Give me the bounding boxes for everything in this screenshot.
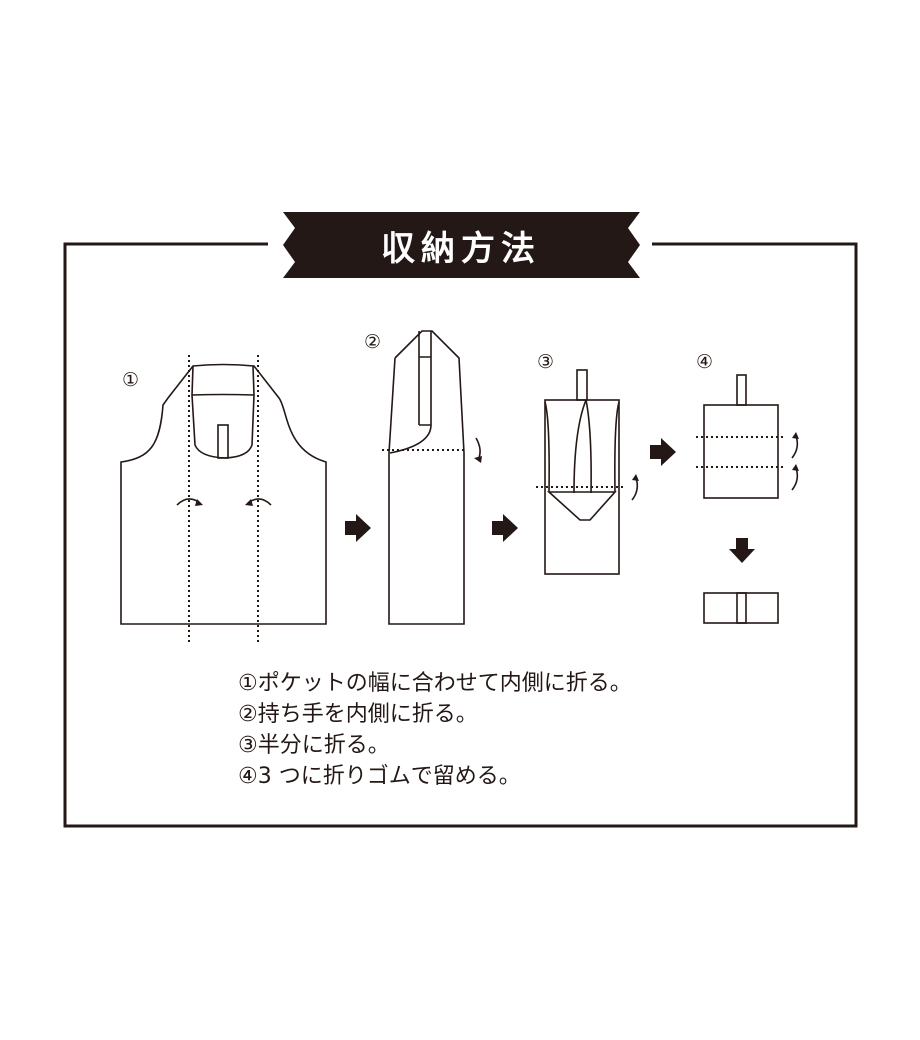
step-4-marker: ④ xyxy=(696,351,713,373)
bag-step-3 xyxy=(536,369,639,575)
arrow-down-icon xyxy=(729,538,755,563)
fold-arrow-icon xyxy=(791,435,799,459)
folded-bag-result xyxy=(703,592,779,624)
step-3-marker: ③ xyxy=(537,351,554,373)
arrow-right-icon xyxy=(492,514,518,542)
fold-arrow-icon xyxy=(791,467,799,491)
instruction-step-2: ②持ち手を内側に折る。 xyxy=(238,702,478,727)
arrow-right-icon xyxy=(345,514,371,542)
step-2-marker: ② xyxy=(364,331,381,353)
arrow-right-icon xyxy=(650,438,676,466)
title-banner xyxy=(283,212,640,278)
frame-border xyxy=(63,242,858,828)
fold-arrow-icon xyxy=(631,477,639,501)
instruction-list: ①ポケットの幅に合わせて内側に折る。 ②持ち手を内側に折る。 ③半分に折る。 ④… xyxy=(238,668,632,792)
bag-step-4 xyxy=(696,374,799,499)
instruction-step-4: ④3 つに折りゴムで留める。 xyxy=(238,764,521,789)
instruction-step-3: ③半分に折る。 xyxy=(238,733,390,758)
instruction-step-1: ①ポケットの幅に合わせて内側に折る。 xyxy=(238,671,632,696)
bag-step-2 xyxy=(382,330,482,625)
step-1-marker: ① xyxy=(122,369,139,391)
title-text: 収納方法 xyxy=(381,229,541,269)
bag-step-1 xyxy=(120,355,327,642)
